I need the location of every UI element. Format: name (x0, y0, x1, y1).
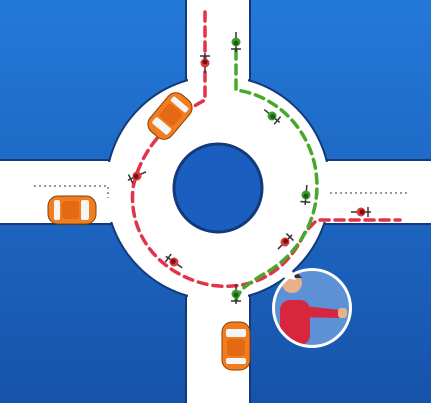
inset-arm (295, 305, 340, 318)
inset-pointer (284, 266, 296, 280)
traffic-island (172, 142, 264, 234)
lane-guides (34, 185, 408, 198)
car-south (221, 321, 251, 371)
hand-signal-inset (272, 268, 352, 348)
inset-hand (338, 308, 347, 318)
right-turn-path (234, 48, 319, 302)
car-west (47, 195, 97, 225)
